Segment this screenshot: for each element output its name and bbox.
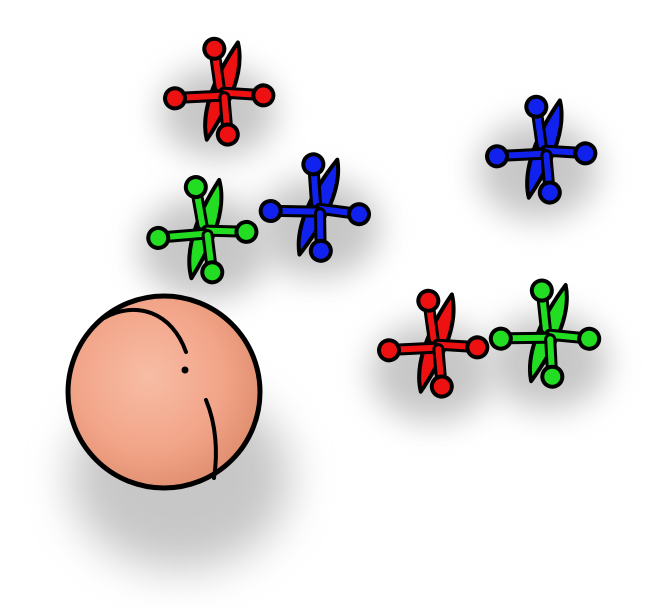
ball (65, 293, 263, 491)
ball-seam-top (102, 307, 188, 354)
ball-seam-dot (181, 366, 189, 374)
ball-seam-bottom (204, 398, 218, 480)
